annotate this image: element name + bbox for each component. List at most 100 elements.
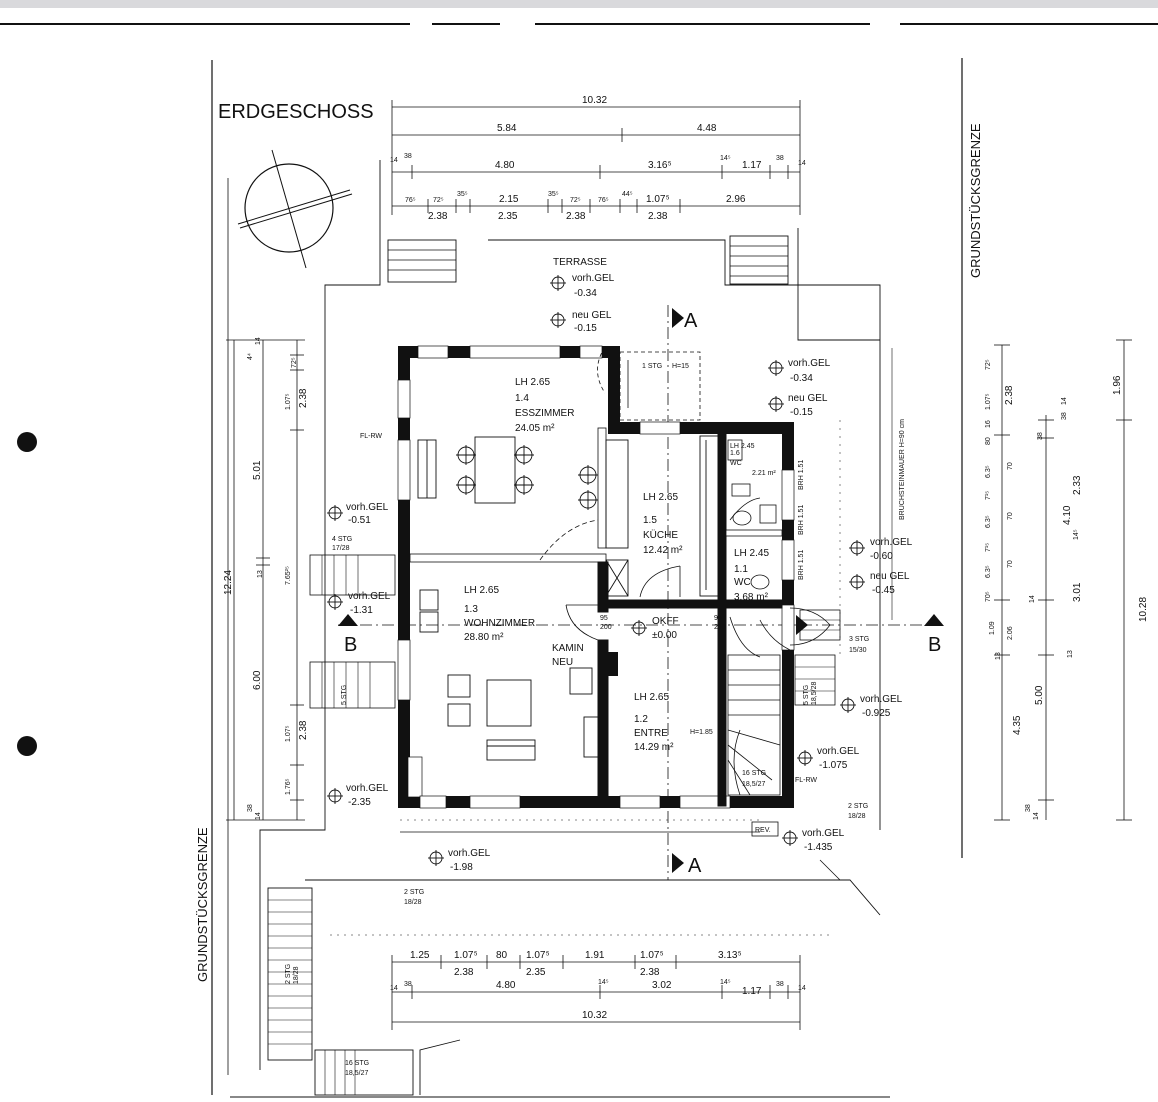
punch-hole-top <box>17 432 37 452</box>
svg-text:vorh.GEL: vorh.GEL <box>788 358 831 369</box>
doors <box>539 346 831 658</box>
terrace-label: TERRASSE <box>553 257 607 268</box>
room-wohnzimmer: LH 2.65 1.3 WOHNZIMMER 28.80 m² <box>464 585 535 643</box>
room-entre: LH 2.65 1.2 ENTRE 14.29 m² <box>634 692 674 753</box>
svg-text:18/28: 18/28 <box>848 813 866 820</box>
scan-top-bar <box>0 0 1158 8</box>
svg-text:18/28: 18/28 <box>293 966 300 984</box>
room-kueche: LH 2.65 1.5 KÜCHE 12.42 m² <box>643 492 683 556</box>
dim: 2.38 <box>454 967 474 978</box>
stair-left-lower <box>309 661 396 709</box>
dim: 76⁵ <box>598 197 609 204</box>
dim: 2.35 <box>526 967 546 978</box>
dim: 4⁴ <box>247 353 254 360</box>
entry-stair <box>727 654 781 796</box>
dim: 5 STG <box>341 685 348 705</box>
svg-text:-0.15: -0.15 <box>790 407 813 418</box>
rev-box <box>751 821 779 837</box>
svg-text:neu GEL: neu GEL <box>572 310 612 321</box>
wc-fixtures <box>727 439 777 590</box>
kamin-label: KAMIN <box>552 643 584 654</box>
fl-rw-note-left: FL-RW <box>360 433 382 440</box>
svg-text:18/28: 18/28 <box>404 899 422 906</box>
dim: 4.10 <box>1062 505 1073 525</box>
dim: 4.80 <box>496 980 516 991</box>
dim: 70⁵ <box>985 591 992 602</box>
dim: 14⁵ <box>720 979 731 986</box>
level-labels: vorh.GEL -0.34 neu GEL -0.15 vorh.GEL -0… <box>346 273 913 873</box>
svg-text:vorh.GEL: vorh.GEL <box>817 746 860 757</box>
terrace-outline-right <box>797 228 880 341</box>
svg-text:1.5: 1.5 <box>643 515 657 526</box>
stair-height-note: H=1.85 <box>690 729 713 736</box>
svg-text:vorh.GEL: vorh.GEL <box>346 783 389 794</box>
svg-text:neu GEL: neu GEL <box>870 571 910 582</box>
dim-total-right: 10.28 <box>1138 597 1149 622</box>
dim: 14 <box>390 157 398 164</box>
brh-note-3: BRH 1.51 <box>798 550 805 580</box>
dim: 38 <box>776 981 784 988</box>
svg-text:15/30: 15/30 <box>849 647 867 654</box>
dimension-lines-right <box>994 339 1132 821</box>
svg-text:vorh.GEL: vorh.GEL <box>448 848 491 859</box>
dim: 14 <box>798 160 806 167</box>
svg-text:vorh.GEL: vorh.GEL <box>572 273 615 284</box>
section-a-arrow-top-icon <box>672 308 684 328</box>
dim: 1.07⁵ <box>285 725 292 742</box>
dim: 3.16⁵ <box>648 160 672 171</box>
dim: 4.80 <box>495 160 515 171</box>
dim: 14 <box>255 337 262 345</box>
svg-text:2 STG: 2 STG <box>404 889 424 896</box>
terrace-outline-left <box>259 160 381 1070</box>
dimension-lines-top <box>391 100 801 215</box>
dim: 35⁵ <box>548 191 559 198</box>
ramp-line <box>305 879 881 916</box>
dim: 6.3⁵ <box>985 465 992 478</box>
svg-text:18,5/27: 18,5/27 <box>345 1070 368 1077</box>
dim: 5.84 <box>497 123 517 134</box>
level-markers <box>327 275 865 866</box>
svg-text:WC: WC <box>734 577 751 588</box>
stair-top-right <box>729 235 789 285</box>
dim: 1.17 <box>742 986 762 997</box>
dim: 1.96 <box>1112 375 1123 395</box>
svg-text:18,5/28: 18,5/28 <box>811 682 818 705</box>
svg-text:ESSZIMMER: ESSZIMMER <box>515 408 574 419</box>
dim: 72⁵ <box>433 197 444 204</box>
dim: 4.35 <box>1012 715 1023 735</box>
dim: 1.07⁵ <box>454 950 478 961</box>
north-compass-icon <box>237 149 353 269</box>
room-esszimmer: LH 2.65 1.4 ESSZIMMER 24.05 m² <box>515 377 574 434</box>
svg-text:vorh.GEL: vorh.GEL <box>802 828 845 839</box>
dim: 16 <box>985 420 992 428</box>
dim: 6.00 <box>252 670 263 690</box>
svg-text:vorh.GEL: vorh.GEL <box>346 502 389 513</box>
dim: 1.76⁵ <box>285 778 292 795</box>
svg-text:-0.925: -0.925 <box>862 708 891 719</box>
svg-text:14.29 m²: 14.29 m² <box>634 742 674 753</box>
interior-walls <box>409 427 783 807</box>
dim: 2.33 <box>1072 475 1083 495</box>
dimension-lines-bottom <box>391 955 801 1030</box>
section-mark-b-right: B <box>928 634 941 656</box>
svg-text:H=15: H=15 <box>672 363 689 370</box>
dim: 7.65²⁵ <box>285 566 292 585</box>
entrance-arrow-icon <box>796 615 808 635</box>
dim: 3.01 <box>1072 582 1083 602</box>
dim: 80 <box>985 437 992 445</box>
dim: 1.07⁵ <box>646 194 670 205</box>
svg-text:KÜCHE: KÜCHE <box>643 529 678 541</box>
dim: 1.09 <box>989 621 996 635</box>
dim: 2.38 <box>1004 385 1015 405</box>
dim: 35⁵ <box>457 191 468 198</box>
plan-title: ERDGESCHOSS <box>218 101 374 123</box>
door-width-2: 95 <box>714 615 722 622</box>
svg-text:WC: WC <box>730 460 742 467</box>
dim: 70 <box>1007 512 1014 520</box>
dim: 13 <box>995 652 1002 660</box>
dim: 1.07⁵ <box>985 393 992 410</box>
svg-text:16 STG: 16 STG <box>742 770 766 777</box>
dim: 1.91 <box>585 950 605 961</box>
dim: 2.38 <box>648 211 668 222</box>
svg-text:LH 2.65: LH 2.65 <box>634 692 669 703</box>
